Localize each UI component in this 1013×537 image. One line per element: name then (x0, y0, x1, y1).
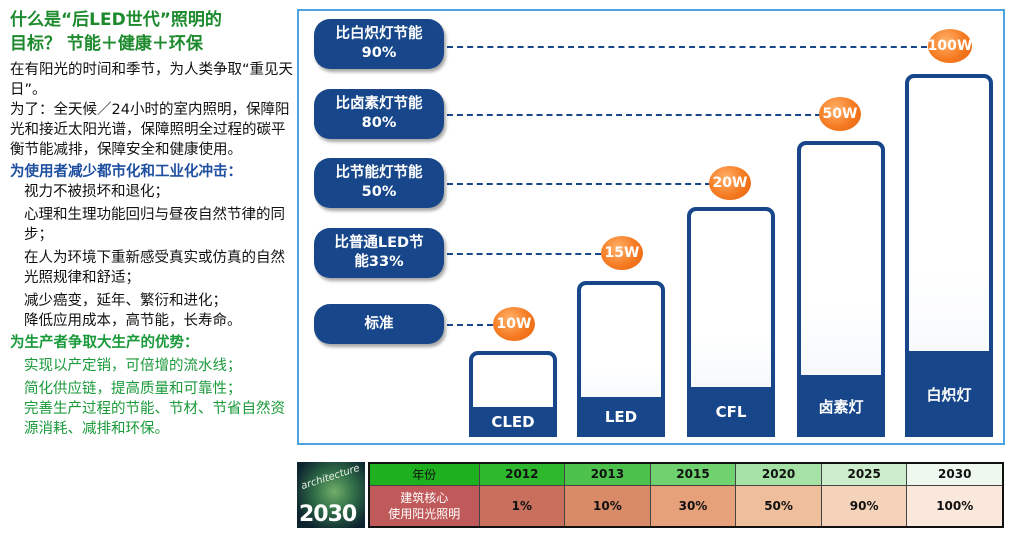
connector-line-cfl (447, 183, 711, 185)
year-cell: 2025 (820, 462, 908, 486)
user-benefit-item: 在人为环境下重新感受真实或仿真的自然光照规律和舒适； (24, 250, 285, 286)
table-header-row: 年份 2012 2013 2015 2020 2025 2030 (368, 462, 1004, 486)
year-cell: 2013 (564, 462, 651, 486)
lamp-label-led: LED (577, 397, 665, 437)
connector-line-led (447, 253, 601, 255)
intro-line-2: 为了：全天候／24小时的室内照明，保障阳光和接近太阳光谱，保障照明全过程的碳平衡… (10, 102, 290, 158)
table-value-row: 建筑核心 使用阳光照明 1% 10% 30% 50% 90% 100% (368, 484, 1004, 528)
pill-text: 80% (361, 115, 397, 131)
user-benefit-item: 减少癌变，延年、繁衍和进化； (24, 293, 227, 309)
left-text-column: 什么是“后LED世代”照明的 目标？ 节能＋健康＋环保 在有阳光的时间和季节，为… (10, 8, 295, 439)
intro-line-1: 在有阳光的时间和季节，为人类争取“重见天日”。 (10, 62, 294, 98)
watt-badge-halogen: 50W (819, 97, 861, 131)
watt-badge-cfl: 20W (709, 166, 751, 200)
user-benefit-item: 降低应用成本，高节能，长寿命。 (24, 313, 242, 329)
title-line-2: 目标？ 节能＋健康＋环保 (10, 34, 203, 54)
year-cell: 2020 (735, 462, 822, 486)
user-benefit-item: 心理和生理功能回归与昼夜自然节律的同步； (24, 207, 285, 243)
header-label-cell: 年份 (368, 462, 480, 486)
lamp-label-cled: CLED (469, 407, 557, 437)
sunlight-adoption-table: 年份 2012 2013 2015 2020 2025 2030 建筑核心 使用… (368, 462, 1004, 528)
year-cell: 2030 (906, 462, 1004, 486)
connector-line-halogen (447, 114, 821, 116)
savings-pill-cfl: 比节能灯节能 50% (314, 158, 444, 208)
user-benefits-heading: 为使用者减少都市化和工业化冲击： (10, 164, 242, 180)
connector-line-standard (447, 324, 493, 326)
pill-text: 能33% (354, 254, 404, 270)
lamp-label-halogen: 卤素灯 (797, 375, 885, 437)
producer-benefit-item: 完善生产过程的节能、节材、节省自然资源消耗、减排和环保。 (24, 401, 285, 437)
value-cell: 30% (649, 484, 737, 528)
lamp-label-cfl: CFL (687, 387, 775, 437)
logo-year: 2030 (299, 502, 357, 527)
energy-comparison-panel: 比白炽灯节能 90% 比卤素灯节能 80% 比节能灯节能 50% 比普通LED节能33… (297, 9, 1005, 445)
value-cell: 50% (735, 484, 822, 528)
savings-pill-incandescent: 比白炽灯节能 90% (314, 19, 444, 69)
intro-paragraph: 在有阳光的时间和季节，为人类争取“重见天日”。 为了：全天候／24小时的室内照明… (10, 60, 295, 160)
row-label-cell: 建筑核心 使用阳光照明 (368, 484, 480, 528)
producer-benefit-item: 实现以产定销，可倍增的流水线； (24, 358, 242, 374)
year-cell: 2015 (649, 462, 737, 486)
user-benefit-item: 视力不被损坏和退化； (24, 184, 169, 200)
watt-badge-led: 15W (601, 236, 643, 270)
pill-text: 比普通LED节 (334, 235, 424, 251)
pill-text: 90% (361, 45, 397, 61)
year-cell: 2012 (478, 462, 566, 486)
row-label-line-2: 使用阳光照明 (388, 506, 461, 521)
pill-text: 标准 (364, 315, 394, 332)
value-cell: 90% (820, 484, 908, 528)
producer-benefits-heading: 为生产者争取大生产的优势： (10, 335, 199, 351)
architecture-2030-logo: architecture 2030 (297, 462, 365, 528)
savings-pill-halogen: 比卤素灯节能 80% (314, 89, 444, 139)
value-cell: 100% (906, 484, 1004, 528)
pill-text: 比白炽灯节能 (335, 26, 423, 42)
producer-benefit-item: 简化供应链，提高质量和可靠性； (24, 381, 242, 397)
lamp-label-incandescent: 白炽灯 (905, 351, 993, 437)
connector-line-incandescent (447, 46, 927, 48)
value-cell: 10% (564, 484, 651, 528)
savings-pill-standard: 标准 (314, 304, 444, 344)
pill-text: 50% (361, 184, 397, 200)
page-title: 什么是“后LED世代”照明的 目标？ 节能＋健康＋环保 (10, 8, 295, 56)
watt-badge-incandescent: 100W (928, 29, 972, 63)
pill-text: 比节能灯节能 (335, 165, 423, 181)
title-line-1: 什么是“后LED世代”照明的 (10, 10, 222, 30)
pill-text: 比卤素灯节能 (335, 96, 423, 112)
value-cell: 1% (478, 484, 566, 528)
row-label-line-1: 建筑核心 (400, 490, 449, 505)
savings-pill-led: 比普通LED节能33% (314, 228, 444, 278)
logo-word: architecture (299, 462, 362, 493)
watt-badge-cled: 10W (493, 307, 535, 341)
